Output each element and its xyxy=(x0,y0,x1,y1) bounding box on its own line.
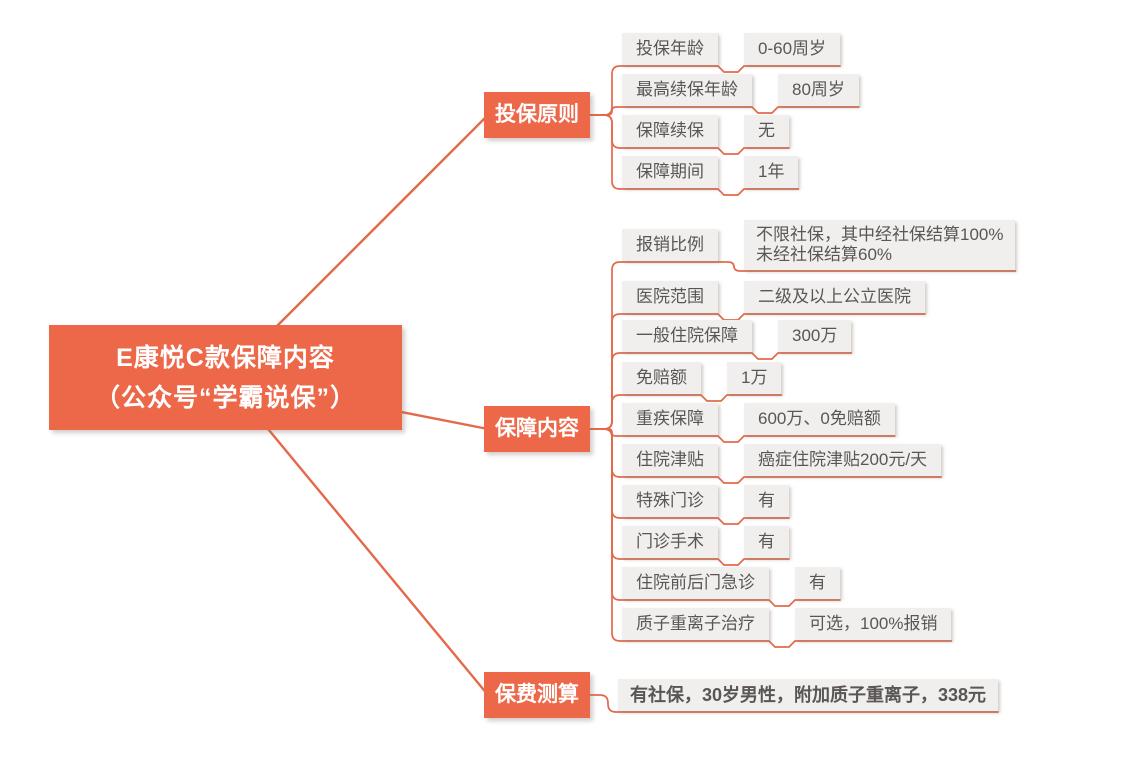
mindmap-row: 报销比例 不限社保，其中经社保结算100% 未经社保结算60% xyxy=(622,220,1016,270)
value-node-reimbursement-ratio: 不限社保，其中经社保结算100% 未经社保结算60% xyxy=(744,220,1016,270)
mindmap-row: 质子重离子治疗 可选，100%报销 xyxy=(622,608,952,640)
attribute-node-hospital-allowance: 住院津贴 xyxy=(622,444,718,476)
attribute-node-insure-age: 投保年龄 xyxy=(622,33,718,65)
attribute-node-critical-illness: 重疾保障 xyxy=(622,403,718,435)
mindmap-row: 医院范围 二级及以上公立医院 xyxy=(622,281,925,313)
attribute-node-proton-heavy-ion: 质子重离子治疗 xyxy=(622,608,769,640)
branch-topic-insuring-principles: 投保原则 xyxy=(484,92,590,138)
value-node-hospital-allowance: 癌症住院津贴200元/天 xyxy=(744,444,942,476)
value-node-hospital-scope: 二级及以上公立医院 xyxy=(744,281,925,313)
value-node-critical-illness: 600万、0免赔额 xyxy=(744,403,895,435)
attribute-node-coverage-term: 保障期间 xyxy=(622,156,718,188)
attribute-node-reimbursement-ratio: 报销比例 xyxy=(622,229,718,261)
mindmap-row: 住院前后门急诊 有 xyxy=(622,567,840,599)
mindmap-row: 最高续保年龄 80周岁 xyxy=(622,74,859,106)
branch-topic-premium-calculation: 保费测算 xyxy=(484,672,590,718)
attribute-node-max-renewal-age: 最高续保年龄 xyxy=(622,74,752,106)
value-node-insure-age: 0-60周岁 xyxy=(744,33,841,65)
value-line-1: 不限社保，其中经社保结算100% xyxy=(756,225,1004,244)
value-node-max-renewal-age: 80周岁 xyxy=(778,74,859,106)
mindmap-row: 门诊手术 有 xyxy=(622,526,789,558)
attribute-node-general-hospitalization: 一般住院保障 xyxy=(622,320,752,352)
value-node-guaranteed-renewal: 无 xyxy=(744,115,789,147)
value-node-outpatient-surgery: 有 xyxy=(744,526,789,558)
mindmap-row: 保障续保 无 xyxy=(622,115,789,147)
mindmap-row: 有社保，30岁男性，附加质子重离子，338元 xyxy=(618,679,999,711)
attribute-node-pre-post-hospital-outpatient: 住院前后门急诊 xyxy=(622,567,769,599)
attribute-node-hospital-scope: 医院范围 xyxy=(622,281,718,313)
mindmap-row: 重疾保障 600万、0免赔额 xyxy=(622,403,895,435)
attribute-node-outpatient-surgery: 门诊手术 xyxy=(622,526,718,558)
mindmap-row: 一般住院保障 300万 xyxy=(622,320,852,352)
attribute-node-deductible: 免赔额 xyxy=(622,362,701,394)
attribute-node-guaranteed-renewal: 保障续保 xyxy=(622,115,718,147)
root-title-line2: （公众号“学霸说保”） xyxy=(94,383,356,412)
value-line-2: 未经社保结算60% xyxy=(756,245,893,264)
root-title-line1: E康悦C款保障内容 xyxy=(116,343,335,372)
value-node-pre-post-hospital-outpatient: 有 xyxy=(795,567,840,599)
mindmap-row: 免赔额 1万 xyxy=(622,362,782,394)
mindmap-row: 特殊门诊 有 xyxy=(622,485,789,517)
value-node-deductible: 1万 xyxy=(727,362,782,394)
value-node-general-hospitalization: 300万 xyxy=(778,320,852,352)
value-node-special-outpatient: 有 xyxy=(744,485,789,517)
value-node-premium-example: 有社保，30岁男性，附加质子重离子，338元 xyxy=(618,679,999,711)
mindmap-row: 投保年龄 0-60周岁 xyxy=(622,33,841,65)
attribute-node-special-outpatient: 特殊门诊 xyxy=(622,485,718,517)
value-node-proton-heavy-ion: 可选，100%报销 xyxy=(795,608,952,640)
mindmap-row: 住院津贴 癌症住院津贴200元/天 xyxy=(622,444,942,476)
branch-topic-coverage-content: 保障内容 xyxy=(484,406,590,452)
value-node-coverage-term: 1年 xyxy=(744,156,799,188)
root-topic: E康悦C款保障内容 （公众号“学霸说保”） xyxy=(49,325,402,430)
mindmap-row: 保障期间 1年 xyxy=(622,156,799,188)
